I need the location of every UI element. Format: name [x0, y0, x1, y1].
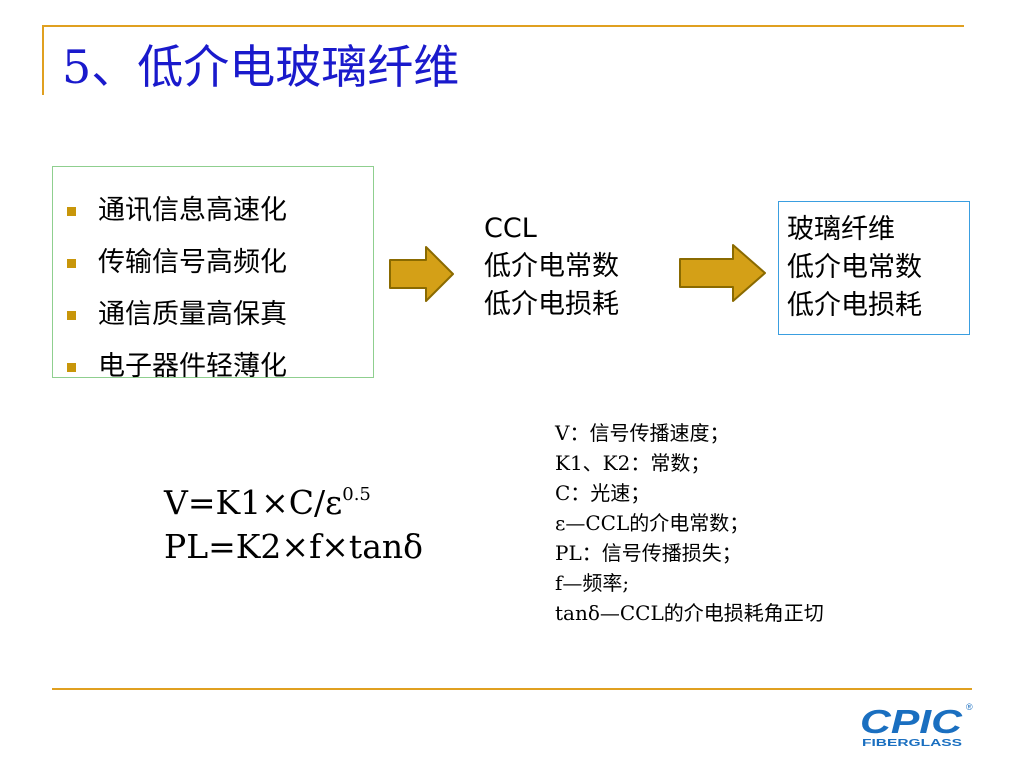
trend-text: 电子器件轻薄化: [98, 350, 287, 382]
legend-item: K1、K2：常数；: [555, 451, 711, 475]
slide-title: 5、低介电玻璃纤维: [62, 40, 460, 94]
list-item: 电子器件轻薄化: [67, 341, 287, 393]
glass-fiber-line: 低介电损耗: [787, 290, 922, 321]
trend-list: 通讯信息高速化 传输信号高频化 通信质量高保真 电子器件轻薄化: [67, 185, 287, 393]
glass-fiber-line: 低介电常数: [787, 252, 922, 283]
legend-item: ε—CCL的介电常数；: [555, 511, 750, 535]
trend-list-box: 通讯信息高速化 传输信号高频化 通信质量高保真 电子器件轻薄化: [52, 166, 374, 382]
formula-exponent: 0.5: [342, 484, 371, 505]
glass-fiber-label: 玻璃纤维: [787, 214, 895, 245]
logo-wordmark: CPIC: [860, 703, 964, 740]
formula-base: V=K1×C/ε: [164, 483, 343, 522]
square-bullet-icon: [67, 206, 76, 216]
legend-item: V：信号传播速度；: [555, 421, 730, 445]
ccl-line: 低介电损耗: [484, 289, 619, 320]
left-rule: [42, 25, 44, 95]
square-bullet-icon: [67, 310, 76, 320]
registered-mark: ®: [966, 702, 973, 712]
formula-block: V=K1×C/ε0.5 PL=K2×f×tanδ: [164, 481, 423, 569]
list-item: 通讯信息高速化: [67, 185, 287, 237]
ccl-requirements: CCL 低介电常数 低介电损耗: [484, 210, 619, 324]
square-bullet-icon: [67, 362, 76, 372]
legend-item: C：光速；: [555, 481, 651, 505]
legend-item: f—频率;: [555, 571, 630, 595]
formula-line-loss: PL=K2×f×tanδ: [164, 527, 423, 566]
right-arrow-icon: [679, 244, 766, 302]
logo-subtitle: FIBERGLASS: [862, 738, 963, 749]
top-rule: [42, 25, 964, 27]
symbol-legend: V：信号传播速度； K1、K2：常数； C：光速； ε—CCL的介电常数； PL…: [555, 418, 824, 628]
trend-text: 通讯信息高速化: [98, 194, 287, 226]
glass-fiber-box: 玻璃纤维 低介电常数 低介电损耗: [778, 201, 970, 335]
square-bullet-icon: [67, 258, 76, 268]
ccl-line: 低介电常数: [484, 251, 619, 282]
legend-item: tanδ—CCL的介电损耗角正切: [555, 601, 824, 625]
trend-text: 通信质量高保真: [98, 298, 287, 330]
bottom-rule: [52, 688, 972, 690]
ccl-label: CCL: [484, 213, 537, 244]
cpic-logo: CPIC FIBERGLASS ®: [860, 702, 973, 749]
right-arrow-icon: [389, 246, 454, 302]
trend-text: 传输信号高频化: [98, 246, 287, 278]
list-item: 传输信号高频化: [67, 237, 287, 289]
list-item: 通信质量高保真: [67, 289, 287, 341]
legend-item: PL：信号传播损失；: [555, 541, 742, 565]
formula-line-velocity: V=K1×C/ε0.5: [164, 481, 423, 525]
